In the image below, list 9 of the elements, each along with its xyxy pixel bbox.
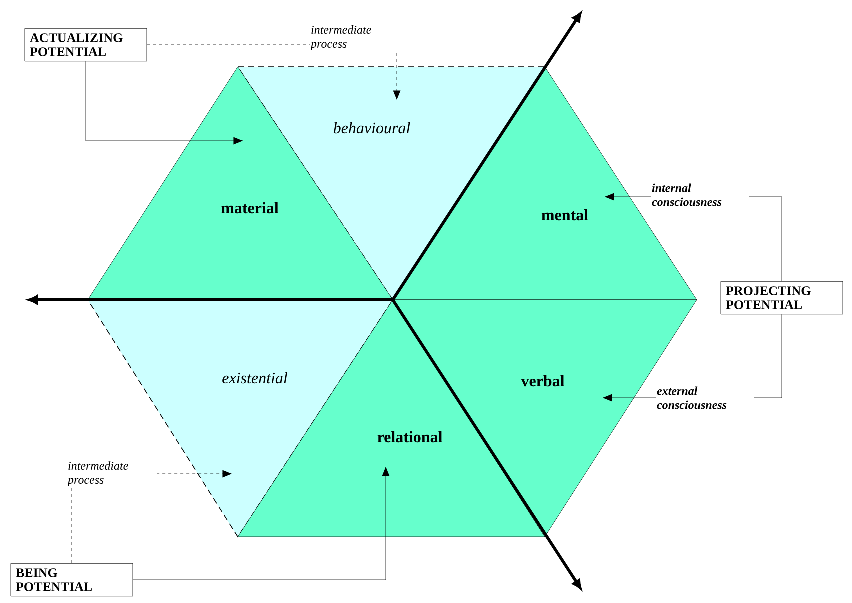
arrow [133,466,390,580]
edge-label: intermediate process [310,24,400,52]
edge-label: intermediate process [67,460,157,488]
edge-label: internal consciousness [651,182,749,208]
edge-label: external consciousness [656,386,754,410]
label-box: PROJECTING POTENTIAL [720,281,844,315]
label-box: ACTUALIZING POTENTIAL [24,28,148,62]
label-box: BEING POTENTIAL [10,563,134,597]
arrow [86,61,244,145]
